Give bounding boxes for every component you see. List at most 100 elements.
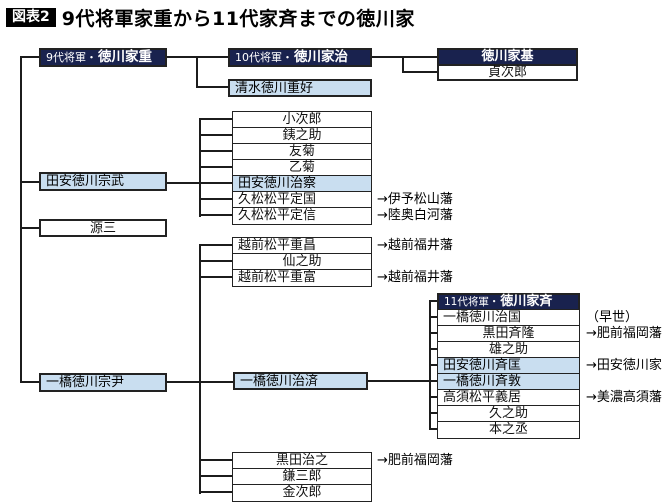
node-label: 久松松平定信 (238, 208, 317, 224)
node-label: 田安徳川宗武 (46, 174, 125, 189)
node-kojiro: 小次郎 (232, 111, 372, 129)
node-label: 小次郎 (282, 112, 322, 128)
node-tokugawa-ienari: 11代将軍・徳川家斉 (437, 293, 580, 311)
node-otogiku: 乙菊 (232, 159, 372, 177)
node-tomogiku: 友菊 (232, 143, 372, 161)
node-tokugawa-ieharu: 10代将軍・徳川家治 (228, 48, 372, 67)
node-label: 高須松平義居 (443, 390, 522, 406)
connector (368, 380, 437, 382)
node-label: 徳川家基 (481, 49, 534, 65)
connector (429, 364, 437, 366)
node-matsudaira-sadakuni: 久松松平定国 (232, 191, 372, 209)
connector (429, 316, 437, 318)
node-label: 鎌三郎 (282, 469, 322, 485)
node-hitotsubashi-harusada: 一橋徳川治済 (233, 372, 368, 390)
node-label: 黒田治之 (275, 453, 328, 469)
connector (429, 332, 437, 334)
connector (199, 150, 232, 152)
node-sennosuke: 仙之助 (232, 253, 372, 271)
connector (199, 260, 232, 262)
node-kinjiro: 金次郎 (232, 484, 372, 502)
node-label: 一橋徳川斉敦 (443, 374, 522, 390)
connector (20, 381, 41, 383)
node-tayasu-narimasa: 田安徳川斉匡 (437, 357, 580, 375)
node-label: 本之丞 (488, 422, 528, 438)
node-label: 一橋徳川治国 (443, 310, 522, 326)
connector (199, 166, 232, 168)
node-tayasu-harusato: 田安徳川治察 (232, 175, 372, 193)
figure-number-badge: 図表2 (6, 8, 56, 27)
connector (196, 56, 198, 88)
node-tokugawa-ieshige: 9代将軍・徳川家重 (39, 48, 167, 67)
node-shimizu-shigeyoshi: 清水徳川重好 (228, 79, 372, 97)
annotation-iyo-matsuyama: →伊予松山藩 (377, 192, 453, 207)
node-label: 田安徳川治察 (238, 176, 317, 192)
connector (429, 348, 437, 350)
node-hitotsubashi-nariatsu: 一橋徳川斉敦 (437, 373, 580, 391)
connector (199, 491, 232, 493)
connector (402, 71, 437, 73)
connector (402, 56, 404, 73)
node-yunosuke: 雄之助 (437, 341, 580, 359)
node-sadajiro: 貞次郎 (437, 63, 578, 81)
connector (199, 475, 232, 477)
node-label: 越前松平重富 (238, 270, 317, 286)
annotation-mutsu-shirakawa: →陸奥白河藩 (377, 208, 453, 223)
node-takasu-matsudaira-yoshisue: 高須松平義居 (437, 389, 580, 407)
node-label: 雄之助 (488, 342, 528, 358)
node-hisanosuke: 久之助 (437, 405, 580, 423)
node-kenzaburo: 鎌三郎 (232, 468, 372, 486)
node-matsudaira-shigetomi: 越前松平重富 (232, 269, 372, 287)
node-genzo: 源三 (39, 219, 167, 237)
annotation-early-death: （早世） (586, 310, 639, 325)
node-label: 越前松平重昌 (238, 238, 317, 254)
node-matsudaira-shigemasa: 越前松平重昌 (232, 237, 372, 255)
shogun11-prefix: 11代将軍・ (444, 295, 500, 308)
shogun9-name: 徳川家重 (98, 48, 152, 65)
annotation-mino-takasu: →美濃高須藩 (586, 390, 662, 405)
connector (429, 428, 437, 430)
node-matsudaira-sadanobu: 久松松平定信 (232, 207, 372, 225)
annotation-hizen-fukuoka-1: →肥前福岡藩 (377, 453, 453, 468)
shogun10-name: 徳川家治 (294, 48, 348, 65)
connector (196, 86, 228, 88)
node-tayasu-munetake: 田安徳川宗武 (39, 172, 167, 191)
node-hitotsubashi-munetada: 一橋徳川宗尹 (39, 373, 167, 392)
shogun11-name: 徳川家斉 (500, 294, 553, 310)
node-tetsunosuke: 銕之助 (232, 127, 372, 145)
node-label: 清水徳川重好 (235, 80, 314, 96)
figure-title: 9代将軍家重から11代家斉までの徳川家 (61, 8, 415, 30)
node-kuroda-narutaka: 黒田斉隆 (437, 325, 580, 343)
node-label: 源三 (89, 220, 116, 236)
connector (429, 396, 437, 398)
connector (199, 244, 201, 494)
node-label: 仙之助 (282, 254, 322, 270)
connector (429, 300, 437, 302)
connector (199, 134, 232, 136)
node-label: 乙菊 (288, 160, 315, 176)
node-label: 貞次郎 (487, 64, 527, 80)
connector (199, 118, 232, 120)
annotation-tayasu-tokugawa: →田安徳川家 (586, 358, 662, 373)
connector (199, 276, 232, 278)
node-label: 一橋徳川宗尹 (46, 375, 125, 390)
annotation-hizen-fukuoka-2: →肥前福岡藩 (586, 326, 662, 341)
annotation-echizen-fukui-1: →越前福井藩 (377, 238, 453, 253)
connector (20, 56, 41, 58)
node-label: 久之助 (488, 406, 528, 422)
node-label: 黒田斉隆 (482, 326, 535, 342)
node-label: 金次郎 (282, 485, 322, 501)
node-label: 一橋徳川治済 (240, 373, 319, 389)
annotation-echizen-fukui-2: →越前福井藩 (377, 270, 453, 285)
shogun9-prefix: 9代将軍・ (46, 51, 97, 64)
node-label: 久松松平定国 (238, 192, 317, 208)
node-hitotsubashi-harukuni: 一橋徳川治国 (437, 309, 580, 327)
connector (20, 181, 41, 183)
node-kuroda-haruyuki: 黒田治之 (232, 452, 372, 470)
connector (199, 244, 232, 246)
page-title: 図表2 9代将軍家重から11代家斉までの徳川家 (6, 4, 415, 31)
connector (199, 459, 232, 461)
shogun10-prefix: 10代将軍・ (235, 51, 293, 64)
node-label: 田安徳川斉匡 (443, 358, 522, 374)
connector (20, 227, 41, 229)
